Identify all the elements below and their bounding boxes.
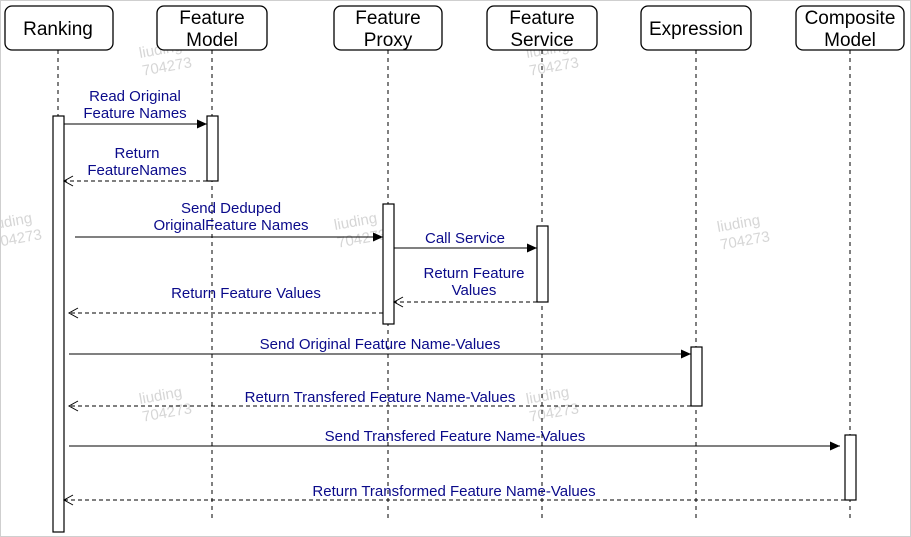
participant-box — [156, 5, 268, 51]
participant-ranking: Ranking — [4, 5, 114, 51]
activation-expression — [690, 346, 703, 407]
participant-box — [333, 5, 443, 51]
watermark-text: liuding704273 — [525, 383, 580, 426]
watermark-text: liuding704273 — [138, 383, 193, 426]
activation-composite-model — [844, 434, 857, 501]
watermark-text: liuding704273 — [716, 211, 771, 254]
message-return-transfered-feature-name-values: Return Transfered Feature Name-Values — [67, 389, 691, 412]
watermark-text: liuding704273 — [333, 209, 388, 252]
activation-bars — [52, 115, 857, 533]
message-call-service: Call Service — [394, 230, 537, 253]
activation-feature-model — [206, 115, 219, 182]
message-send-original-feature-name-values: Send Original Feature Name-Values — [69, 336, 691, 359]
participant-box — [640, 5, 752, 51]
message-return-feature-values-proxy: Return Feature Values — [67, 285, 383, 319]
filled-arrowhead-icon — [681, 349, 691, 359]
message-label: Send Original Feature Name-Values — [260, 336, 501, 353]
watermark-layer: liuding704273 liuding704273 liuding704273 l… — [0, 38, 771, 426]
open-arrowhead-icon — [67, 307, 79, 319]
message-send-transfered-feature-name-values: Send Transfered Feature Name-Values — [69, 428, 840, 451]
activation-feature-proxy — [382, 203, 395, 325]
participant-box — [4, 5, 114, 51]
filled-arrowhead-icon — [373, 232, 383, 242]
activation-feature-service — [536, 225, 549, 303]
filled-arrowhead-icon — [830, 441, 840, 451]
message-label: Return Transfered Feature Name-Values — [245, 389, 516, 406]
open-arrowhead-icon — [392, 296, 404, 308]
activation-ranking — [52, 115, 65, 533]
message-label: Send Transfered Feature Name-Values — [325, 428, 586, 445]
participant-box — [795, 5, 905, 51]
message-return-transformed-feature-name-values: Return Transformed Feature Name-Values — [62, 483, 845, 506]
participant-label: Ranking — [23, 19, 93, 40]
open-arrowhead-icon — [67, 400, 79, 412]
watermark-text: liuding704273 — [0, 209, 43, 252]
filled-arrowhead-icon — [527, 243, 537, 253]
message-label: Return Transformed Feature Name-Values — [312, 483, 595, 500]
participant-label: Expression — [649, 19, 743, 40]
participant-box — [486, 5, 598, 51]
filled-arrowhead-icon — [197, 119, 207, 129]
open-arrowhead-icon — [62, 494, 74, 506]
message-label: Call Service — [425, 230, 505, 247]
participant-expression: Expression — [640, 5, 752, 51]
open-arrowhead-icon — [62, 175, 74, 187]
message-label: Return Feature Values — [171, 285, 321, 302]
